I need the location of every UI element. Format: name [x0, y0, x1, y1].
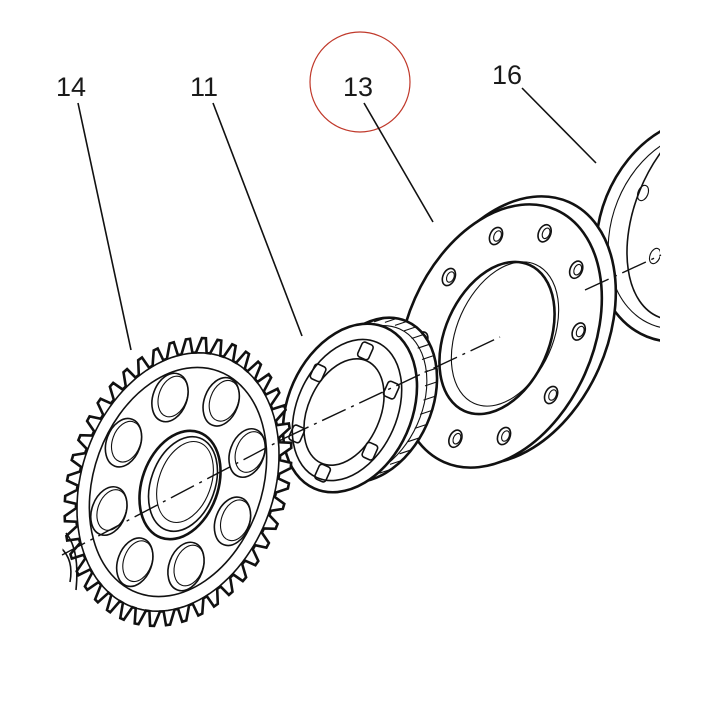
- shaft-fragment: [59, 532, 78, 591]
- flange-bolt-hole: [537, 223, 552, 243]
- spline-tooth: [423, 395, 436, 401]
- spline-tooth: [407, 437, 421, 443]
- part-13-flange: [396, 195, 618, 469]
- gear-hole: [213, 496, 252, 547]
- inner-slot: [288, 424, 306, 444]
- inner-slot: [361, 441, 379, 461]
- flange-bolt-hole-inner: [541, 227, 551, 240]
- flange-bolt-hole-inner: [493, 230, 502, 242]
- spline-tooth: [394, 320, 408, 326]
- leader-lines: [77, 87, 597, 351]
- gear-hole-inner: [157, 375, 189, 418]
- flange-bolt-hole: [496, 426, 512, 446]
- spline-tooth: [399, 449, 412, 455]
- flange-bolt-hole-inner: [573, 263, 583, 276]
- inner-slot: [309, 363, 327, 383]
- spline-tooth: [424, 381, 438, 387]
- flange-bolt-hole: [448, 429, 463, 449]
- flange-bolt-hole: [571, 322, 587, 341]
- flange-bolt-hole: [441, 267, 457, 287]
- gear-lightening-holes: [89, 372, 267, 592]
- spline-tooth: [421, 354, 435, 361]
- flange-bolt-hole-inner: [575, 325, 585, 338]
- flange-bolt-hole: [488, 226, 504, 246]
- flange-bolt-hole-inner: [445, 271, 455, 283]
- spline-tooth: [403, 326, 417, 332]
- gear-hole: [104, 417, 143, 468]
- spline-tooth: [379, 468, 392, 474]
- inner-slot: [314, 463, 332, 483]
- gear-hole: [151, 372, 189, 423]
- gear-hole-inner: [208, 379, 240, 422]
- spline-tooth: [373, 317, 387, 323]
- spline-tooth: [414, 423, 427, 429]
- flange-bolt-hole: [543, 385, 559, 405]
- gear-hole-inner: [219, 499, 252, 542]
- inner-slots: [288, 341, 400, 483]
- highlight-circle: [309, 31, 411, 133]
- inner-slot: [356, 341, 374, 361]
- inner-slot: [382, 380, 400, 400]
- gear-hole-inner: [234, 431, 266, 473]
- spline-tooth: [389, 459, 403, 465]
- spline-tooth: [417, 343, 430, 349]
- gear-hole-inner: [96, 489, 128, 531]
- callout-14: 14: [56, 72, 86, 102]
- callout-11: 11: [190, 72, 218, 102]
- gear-hole: [228, 427, 267, 479]
- gear-hole-inner: [122, 540, 154, 583]
- center-axis: [61, 254, 662, 556]
- flange-bolt-hole-inner: [452, 432, 462, 445]
- spline-tooth: [411, 333, 424, 340]
- gear-hole: [202, 376, 241, 427]
- gear-hole: [115, 537, 154, 588]
- part-16-housing: [594, 92, 662, 350]
- callout-16: 16: [492, 60, 522, 90]
- spline-tooth: [384, 317, 398, 323]
- gear-hole-inner: [173, 544, 205, 587]
- spline-tooth: [419, 409, 433, 415]
- flange-bolt-hole: [568, 260, 584, 280]
- gear-hole-inner: [110, 420, 143, 463]
- part-11-freewheel: [281, 316, 439, 494]
- flange-bolt-hole-inner: [548, 389, 558, 401]
- callout-13: 13: [343, 72, 373, 102]
- flange-bolt-hole-inner: [501, 430, 510, 442]
- part-14-gear: [63, 336, 293, 628]
- gear-hole: [167, 541, 205, 592]
